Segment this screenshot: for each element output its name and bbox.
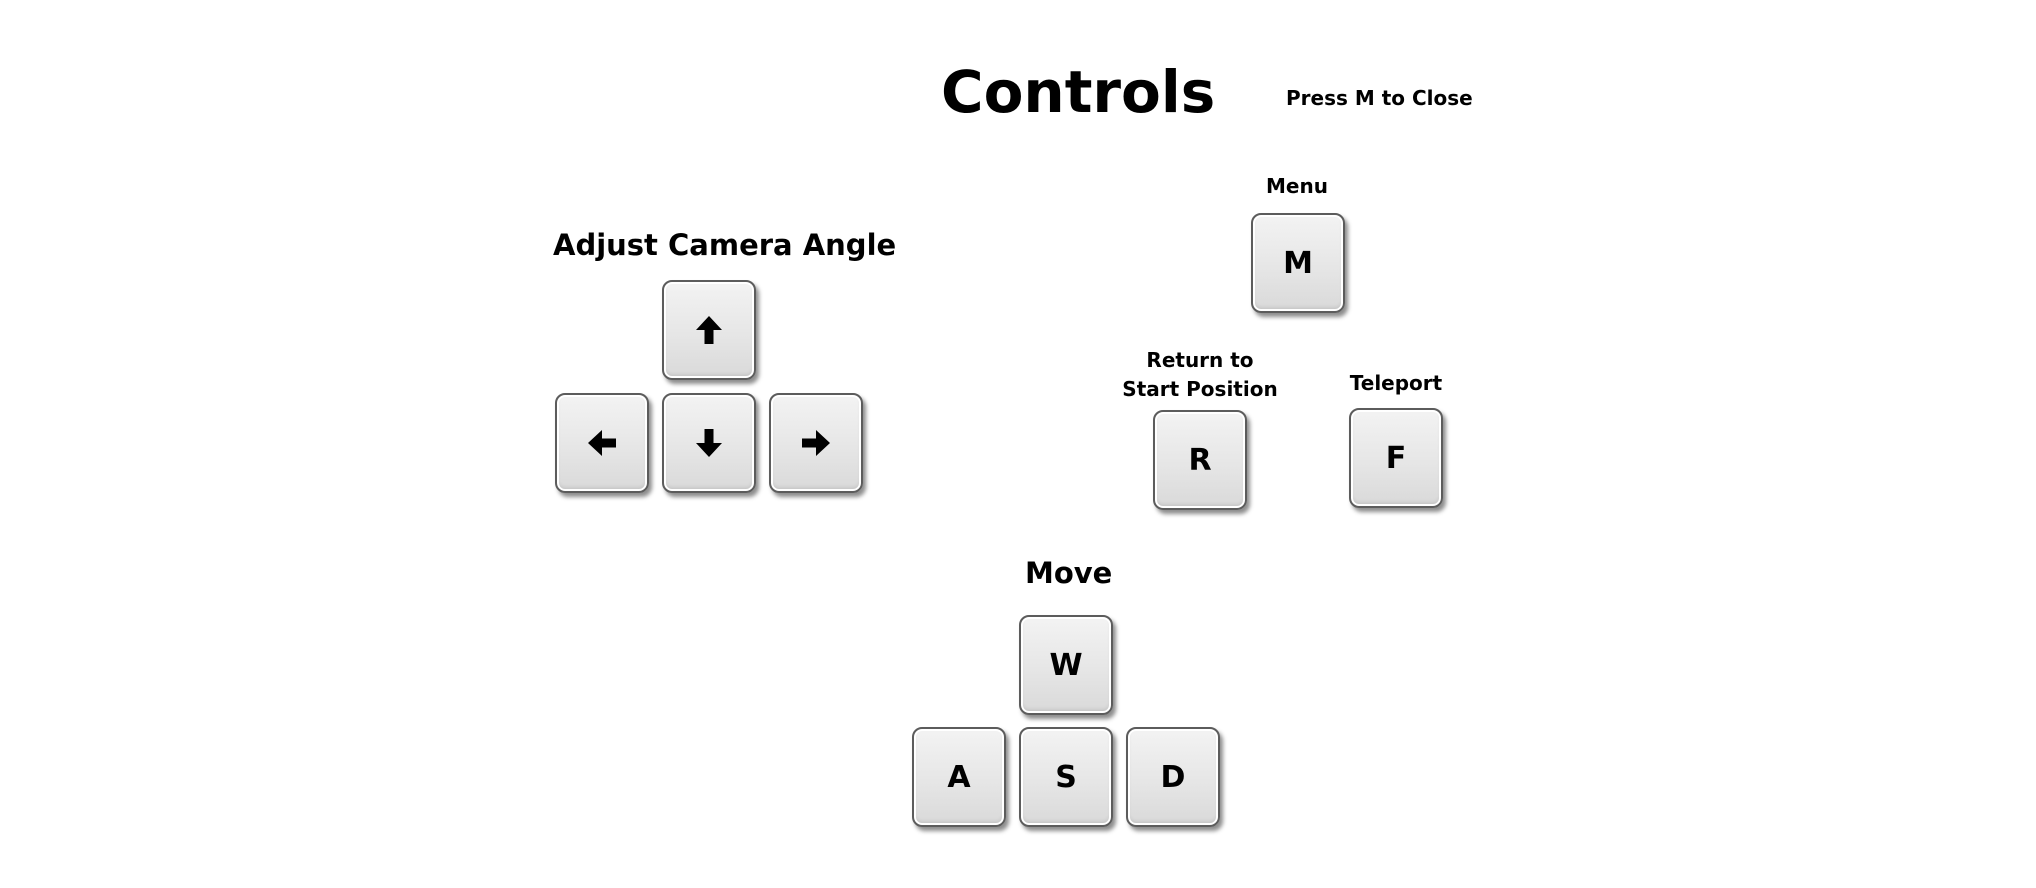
down-arrow-key[interactable] — [662, 393, 756, 493]
return-label-line1: Return to — [1146, 348, 1254, 372]
teleport-key[interactable]: F — [1349, 408, 1443, 508]
menu-key[interactable]: M — [1251, 213, 1345, 313]
d-key-letter: D — [1160, 759, 1186, 795]
return-key[interactable]: R — [1153, 410, 1247, 510]
return-label-line2: Start Position — [1122, 377, 1278, 401]
page-title: Controls — [941, 58, 1216, 126]
camera-heading: Adjust Camera Angle — [553, 228, 897, 262]
a-key-letter: A — [947, 759, 971, 795]
right-arrow-key[interactable] — [769, 393, 863, 493]
menu-label: Menu — [1266, 174, 1328, 198]
arrow-right-icon — [798, 425, 834, 461]
teleport-key-letter: F — [1385, 440, 1407, 476]
move-heading: Move — [1025, 556, 1113, 590]
left-arrow-key[interactable] — [555, 393, 649, 493]
s-key[interactable]: S — [1019, 727, 1113, 827]
arrow-down-icon — [691, 425, 727, 461]
teleport-label: Teleport — [1349, 371, 1443, 395]
arrow-left-icon — [584, 425, 620, 461]
up-arrow-key[interactable] — [662, 280, 756, 380]
close-hint: Press M to Close — [1286, 86, 1473, 110]
s-key-letter: S — [1055, 759, 1077, 795]
a-key[interactable]: A — [912, 727, 1006, 827]
return-label: Return to Start Position — [1110, 346, 1290, 404]
d-key[interactable]: D — [1126, 727, 1220, 827]
w-key-letter: W — [1049, 647, 1083, 683]
menu-key-letter: M — [1283, 245, 1313, 281]
w-key[interactable]: W — [1019, 615, 1113, 715]
return-key-letter: R — [1188, 442, 1212, 478]
arrow-up-icon — [691, 312, 727, 348]
